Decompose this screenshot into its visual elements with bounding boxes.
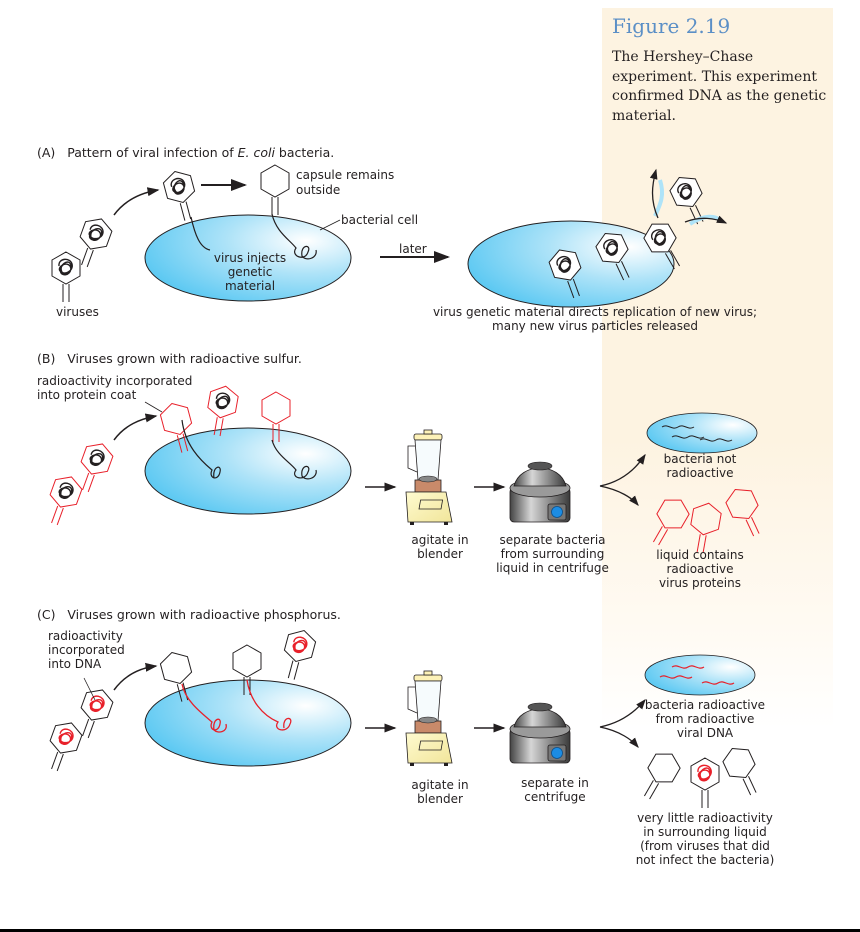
label-line: viral DNA <box>676 726 734 740</box>
label-little-radioactivity: very little radioactivity in surrounding… <box>630 811 780 867</box>
label-line: radioactive <box>666 562 734 576</box>
label-line: separate bacteria <box>499 533 606 547</box>
label-line: incorporated <box>48 643 125 657</box>
virus-icon <box>52 252 80 302</box>
caption-panel <box>602 8 833 728</box>
label-line: blender <box>417 547 463 561</box>
red-capsule-icon <box>643 492 694 551</box>
panel-a-heading: (A) Pattern of viral infection of E. col… <box>37 146 334 160</box>
label-line: agitate in <box>411 778 469 792</box>
label-line: genetic <box>227 265 273 279</box>
centrifuge-icon <box>509 461 571 523</box>
label-line: many new virus particles released <box>492 319 698 333</box>
label-radioactive-dna: radioactivity incorporated into DNA <box>48 629 125 671</box>
red-capsule-icon <box>722 483 770 542</box>
label-bacteria-radioactive: bacteria radioactive from radioactive vi… <box>640 698 770 740</box>
label-line: in surrounding liquid <box>643 825 767 839</box>
label-line: liquid in centrifuge <box>496 561 609 575</box>
label-line: blender <box>417 792 463 806</box>
virus-red-dna-icon <box>41 718 84 775</box>
label-line: bacteria not <box>663 452 737 466</box>
label-line: bacteria radioactive <box>644 698 766 712</box>
label-capsule-2: outside <box>296 183 341 197</box>
label-line: into protein coat <box>37 388 137 402</box>
virus-red-dna-icon <box>691 758 719 808</box>
label-line: liquid contains <box>656 548 744 562</box>
bacterial-cell-c <box>144 679 352 767</box>
label-line: virus injects <box>213 251 287 265</box>
label-viruses: viruses <box>56 305 99 319</box>
panel-b-heading-text: Viruses grown with radioactive sulfur. <box>67 351 302 366</box>
label-blender-c: agitate in blender <box>400 778 480 806</box>
label-liquid-radioactive: liquid contains radioactive virus protei… <box>645 548 755 590</box>
centrifuge-icon <box>509 702 571 764</box>
panel-b-heading: (B) Viruses grown with radioactive sulfu… <box>37 352 302 366</box>
label-bacteria-not-radioactive: bacteria not radioactive <box>655 452 745 480</box>
red-capsule-icon <box>685 500 724 556</box>
label-line: radioactive <box>666 466 734 480</box>
virus-red-dna-icon <box>278 627 318 683</box>
blender-icon <box>405 670 453 767</box>
panel-a-heading-text: Pattern of viral infection of <box>67 145 238 160</box>
label-line: not infect the bacteria) <box>635 853 775 867</box>
panel-c-heading-text: Viruses grown with radioactive phosphoru… <box>67 607 341 622</box>
label-line: radioactivity <box>48 629 123 643</box>
label-line: centrifuge <box>524 790 586 804</box>
figure-number: Figure 2.19 <box>612 14 731 38</box>
panel-a-species: E. coli <box>237 145 275 160</box>
empty-capsule-icon <box>634 746 685 805</box>
label-line: agitate in <box>411 533 469 547</box>
bacterial-cell-b <box>144 427 352 515</box>
label-radioactive-protein: radioactivity incorporated into protein … <box>37 374 192 402</box>
panel-c-letter: (C) <box>37 607 56 622</box>
virus-red-coat-icon <box>72 439 115 496</box>
label-line: virus genetic material directs replicati… <box>432 305 758 319</box>
label-line: material <box>224 279 276 293</box>
label-line: virus proteins <box>659 576 741 590</box>
label-centrifuge-c: separate in centrifuge <box>505 776 605 804</box>
label-bacterial-cell: bacterial cell <box>341 213 419 227</box>
label-blender-b: agitate in blender <box>400 533 480 561</box>
label-virus-injects: virus injects genetic material <box>205 251 295 293</box>
panel-a-letter: (A) <box>37 145 56 160</box>
label-line: (from viruses that did <box>640 839 770 853</box>
label-centrifuge-b: separate bacteria from surrounding liqui… <box>490 533 615 575</box>
bacteria-radioactive-icon <box>644 654 756 696</box>
virus-attached-icon <box>161 168 201 224</box>
empty-capsule-icon <box>260 164 290 216</box>
label-capsule: capsule remains <box>296 168 395 182</box>
label-line: radioactivity incorporated <box>37 374 193 388</box>
label-line: from radioactive <box>655 712 755 726</box>
panel-c-heading: (C) Viruses grown with radioactive phosp… <box>37 608 341 622</box>
figure-caption: The Hershey–Chase experiment. This exper… <box>612 49 827 124</box>
page-bottom-rule <box>0 929 860 932</box>
panel-b-letter: (B) <box>37 351 56 366</box>
empty-capsule-icon <box>719 742 767 801</box>
label-line: into DNA <box>48 657 102 671</box>
label-replication: virus genetic material directs replicati… <box>400 305 790 333</box>
virus-red-coat-icon <box>41 472 84 529</box>
label-line: from surrounding <box>500 547 605 561</box>
label-line: separate in <box>521 776 589 790</box>
blender-icon <box>405 429 453 526</box>
label-later: later <box>399 242 427 256</box>
bacteria-not-radioactive-icon <box>646 412 758 454</box>
panel-a-heading-suffix: bacteria. <box>274 145 335 160</box>
label-line: very little radioactivity <box>637 811 773 825</box>
